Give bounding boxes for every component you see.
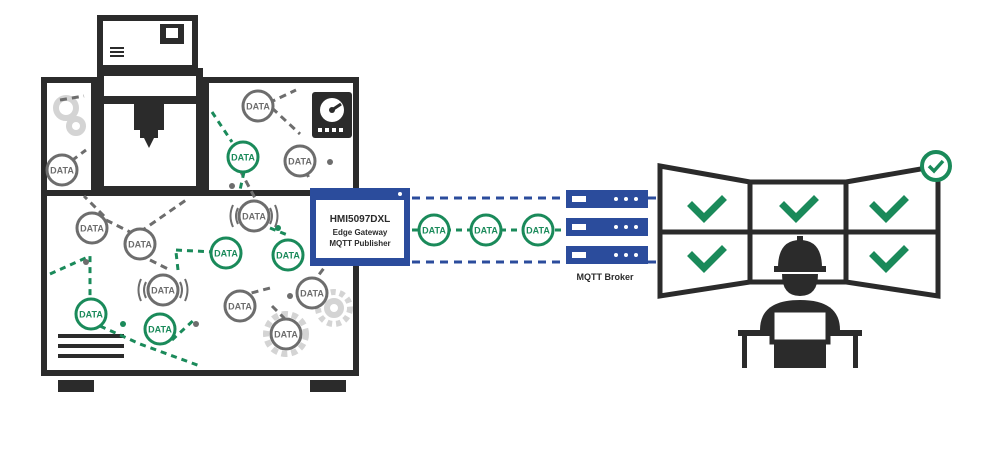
data-label: DATA	[246, 102, 270, 112]
data-label: DATA	[50, 166, 74, 176]
data-label: DATA	[148, 325, 172, 335]
network-lines-blue	[412, 196, 660, 264]
status-check-icon	[920, 150, 952, 182]
data-label: DATA	[128, 240, 152, 250]
data-node: DATA	[45, 153, 79, 187]
data-node: DATA	[469, 213, 503, 247]
data-nodes-gray: DATA DATA DATA DATA DATA DATA DATA DATA …	[45, 89, 329, 351]
data-node: DATA	[283, 144, 317, 178]
internal-connections-green	[49, 111, 291, 368]
data-node: DATA	[417, 213, 451, 247]
data-label: DATA	[422, 226, 446, 236]
data-node: DATA	[269, 317, 303, 351]
data-label: DATA	[474, 226, 498, 236]
machine: DATA DATA DATA DATA DATA DATA DATA DATA …	[41, 15, 359, 392]
data-label: DATA	[231, 153, 255, 163]
data-label: DATA	[242, 212, 266, 222]
data-label: DATA	[151, 286, 175, 296]
data-label: DATA	[274, 330, 298, 340]
data-node: DATA	[123, 227, 157, 261]
data-node: DATA	[295, 276, 329, 310]
data-node: DATA	[143, 312, 177, 346]
data-label: DATA	[80, 224, 104, 234]
data-node: DATA	[75, 211, 109, 245]
data-label: DATA	[276, 251, 300, 261]
data-nodes-transit: DATA DATA DATA	[417, 213, 555, 247]
sensor-icon	[137, 204, 279, 302]
data-node: DATA	[241, 89, 275, 123]
data-node: DATA	[521, 213, 555, 247]
data-label: DATA	[526, 226, 550, 236]
operator-icon	[738, 236, 862, 368]
data-label: DATA	[228, 302, 252, 312]
data-node: DATA	[271, 238, 305, 272]
data-node: DATA	[237, 199, 271, 233]
edge-gateway: HMI5097DXL Edge Gateway MQTT Publisher	[310, 188, 410, 266]
check-icon	[687, 195, 909, 273]
data-label: DATA	[288, 157, 312, 167]
data-label: DATA	[300, 289, 324, 299]
machine-foot-right	[310, 380, 346, 392]
gateway-line1: Edge Gateway	[333, 228, 388, 237]
data-node: DATA	[223, 289, 257, 323]
vent-lines	[58, 334, 124, 358]
data-node: DATA	[74, 297, 108, 331]
broker-label: MQTT Broker	[576, 272, 634, 282]
data-label: DATA	[214, 249, 238, 259]
server-icon	[566, 190, 648, 264]
dots	[83, 159, 333, 327]
hard-drive-icon	[312, 92, 352, 138]
data-nodes-green: DATA DATA DATA DATA DATA	[74, 140, 305, 346]
menu-lines-icon	[110, 47, 124, 57]
3d-printer-icon	[97, 68, 203, 193]
data-label: DATA	[79, 310, 103, 320]
data-node: DATA	[146, 273, 180, 307]
data-node: DATA	[209, 236, 243, 270]
gateway-model: HMI5097DXL	[330, 214, 391, 225]
data-node: DATA	[226, 140, 260, 174]
gateway-line2: MQTT Publisher	[329, 239, 390, 248]
machine-foot-left	[58, 380, 94, 392]
